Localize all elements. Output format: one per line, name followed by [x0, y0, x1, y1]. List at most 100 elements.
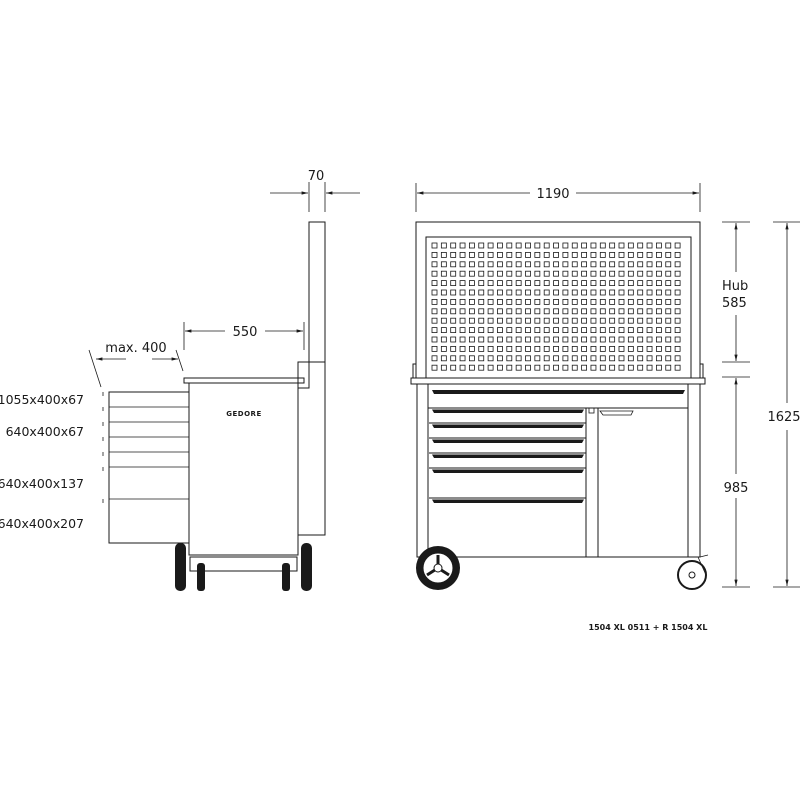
peg-hole	[487, 336, 494, 343]
peg-hole	[571, 298, 578, 305]
peg-hole	[637, 298, 644, 305]
peg-hole	[590, 317, 597, 324]
peg-hole	[468, 261, 475, 268]
peg-hole	[506, 280, 513, 287]
peg-hole	[487, 251, 494, 258]
peg-hole	[571, 327, 578, 334]
peg-hole	[534, 289, 541, 296]
peg-hole	[599, 270, 606, 277]
peg-hole	[618, 336, 625, 343]
peg-hole	[478, 355, 485, 362]
peg-hole	[525, 289, 531, 296]
extended-drawers	[102, 391, 189, 544]
peg-hole	[440, 280, 447, 287]
peg-hole	[581, 280, 587, 287]
peg-hole	[599, 327, 606, 334]
peg-hole	[562, 364, 569, 371]
peg-hole	[581, 251, 587, 258]
dim-max400-label: max. 400	[105, 341, 166, 356]
peg-hole	[553, 327, 559, 334]
peg-hole	[478, 242, 485, 249]
peg-hole	[562, 317, 569, 324]
drawer-handle	[432, 499, 584, 503]
dimension-width: 1190	[415, 183, 701, 212]
peg-hole	[674, 280, 681, 287]
peg-hole	[553, 345, 559, 352]
peg-hole	[497, 327, 503, 334]
dim-985-label: 985	[724, 481, 749, 496]
peg-hole	[515, 327, 522, 334]
peg-hole	[478, 336, 485, 343]
peg-hole	[468, 364, 475, 371]
lock-icon	[588, 407, 595, 414]
peg-hole	[543, 251, 550, 258]
peg-hole	[497, 242, 503, 249]
peg-hole	[478, 364, 485, 371]
peg-hole	[450, 355, 457, 362]
peg-hole	[497, 280, 503, 287]
drawer-handle	[432, 439, 584, 443]
peg-hole	[525, 261, 531, 268]
peg-hole	[674, 298, 681, 305]
peg-hole	[468, 355, 475, 362]
peg-hole	[497, 308, 503, 315]
peg-hole	[487, 242, 494, 249]
peg-hole	[468, 345, 475, 352]
peg-hole	[571, 242, 578, 249]
peg-hole	[431, 308, 438, 315]
peg-hole	[487, 355, 494, 362]
center-post	[585, 407, 599, 558]
peg-hole	[674, 345, 681, 352]
drawer-label: 640x400x137	[0, 476, 84, 491]
peg-hole	[543, 345, 550, 352]
peg-hole	[571, 261, 578, 268]
peg-hole	[637, 327, 644, 334]
peg-hole	[665, 289, 672, 296]
peg-hole	[665, 270, 672, 277]
peg-hole	[599, 345, 606, 352]
drawer-handle	[432, 409, 584, 413]
dim-hub-label: Hub	[722, 279, 748, 294]
peg-hole	[571, 317, 578, 324]
peg-hole	[515, 280, 522, 287]
peg-hole	[637, 242, 644, 249]
peg-hole	[497, 261, 503, 268]
peg-hole	[431, 336, 438, 343]
caster-icon	[197, 563, 205, 591]
peg-hole	[431, 317, 438, 324]
peg-hole	[637, 317, 644, 324]
peg-hole	[590, 364, 597, 371]
peg-hole	[459, 345, 466, 352]
peg-hole	[637, 364, 644, 371]
peg-hole	[497, 355, 503, 362]
peg-hole	[609, 261, 616, 268]
peg-hole	[525, 251, 531, 258]
peg-hole	[562, 308, 569, 315]
dimension-worktop-height: 985	[724, 378, 749, 586]
pegboard-holes	[431, 242, 681, 371]
peg-hole	[450, 308, 457, 315]
peg-hole	[543, 261, 550, 268]
peg-hole	[487, 298, 494, 305]
peg-hole	[637, 355, 644, 362]
peg-hole	[581, 298, 587, 305]
peg-hole	[599, 242, 606, 249]
peg-hole	[543, 355, 550, 362]
peg-hole	[553, 336, 559, 343]
peg-hole	[627, 280, 634, 287]
peg-hole	[459, 242, 466, 249]
peg-hole	[562, 289, 569, 296]
peg-hole	[665, 327, 672, 334]
peg-hole	[665, 345, 672, 352]
peg-hole	[665, 251, 672, 258]
peg-hole	[525, 327, 531, 334]
peg-hole	[562, 327, 569, 334]
peg-hole	[637, 345, 644, 352]
gedore-logo: GEDORE	[226, 410, 261, 418]
peg-hole	[431, 298, 438, 305]
peg-hole	[665, 280, 672, 287]
peg-hole	[468, 289, 475, 296]
peg-hole	[459, 355, 466, 362]
